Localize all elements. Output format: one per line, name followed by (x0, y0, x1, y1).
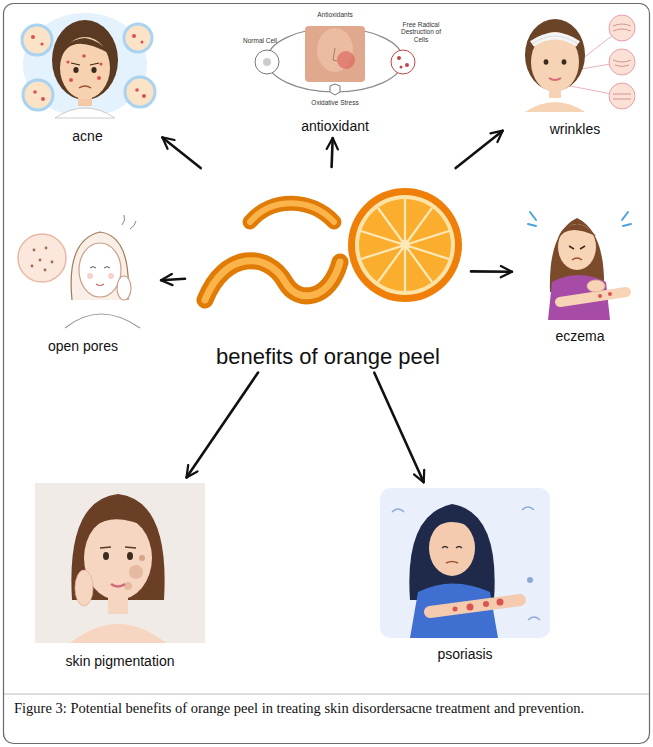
figure-frame (4, 4, 650, 744)
benefit-label: open pores (48, 338, 118, 356)
open-pores-illustration (18, 215, 140, 328)
arrow-connector (374, 373, 423, 483)
center-title: benefits of orange peel (216, 343, 440, 371)
benefit-node: acne (15, 10, 160, 145)
benefit-label: wrinkles (550, 121, 601, 139)
benefit-label: eczema (555, 328, 604, 346)
benefit-node: open pores (8, 215, 158, 355)
antioxidant-illustration (255, 26, 415, 95)
benefit-node: wrinkles (505, 8, 645, 138)
orange-illustration (205, 188, 462, 302)
benefit-label: skin pigmentation (66, 653, 175, 671)
arrow-connector (162, 137, 200, 168)
center-node: benefits of orange peel (188, 170, 468, 370)
arrow-connector (456, 131, 503, 168)
arrow-connector (187, 373, 259, 478)
skin-pigmentation-illustration (35, 483, 205, 643)
benefit-node: psoriasis (375, 485, 555, 663)
arrow-connector (161, 279, 185, 280)
benefit-node: antioxidant (245, 8, 425, 135)
illustration-label: Antioxidants (305, 11, 365, 18)
benefit-node: eczema (515, 200, 645, 345)
psoriasis-illustration (380, 488, 550, 638)
illustration-label: Normal Cell (240, 37, 280, 44)
acne-illustration (22, 13, 155, 118)
arrow-connector (471, 270, 512, 273)
illustration-label: Oxidative Stress (300, 99, 370, 106)
benefit-node: skin pigmentation (30, 480, 210, 670)
wrinkles-illustration (525, 15, 635, 112)
figure-caption: Figure 3: Potential benefits of orange p… (14, 699, 639, 717)
benefit-label: antioxidant (301, 118, 369, 136)
caption-rule (4, 694, 649, 695)
illustration-label: Free Radical Destruction of Cells (398, 21, 444, 43)
benefit-label: acne (72, 128, 102, 146)
benefit-label: psoriasis (437, 646, 492, 664)
eczema-illustration (528, 212, 631, 320)
arrow-connector (332, 138, 333, 167)
